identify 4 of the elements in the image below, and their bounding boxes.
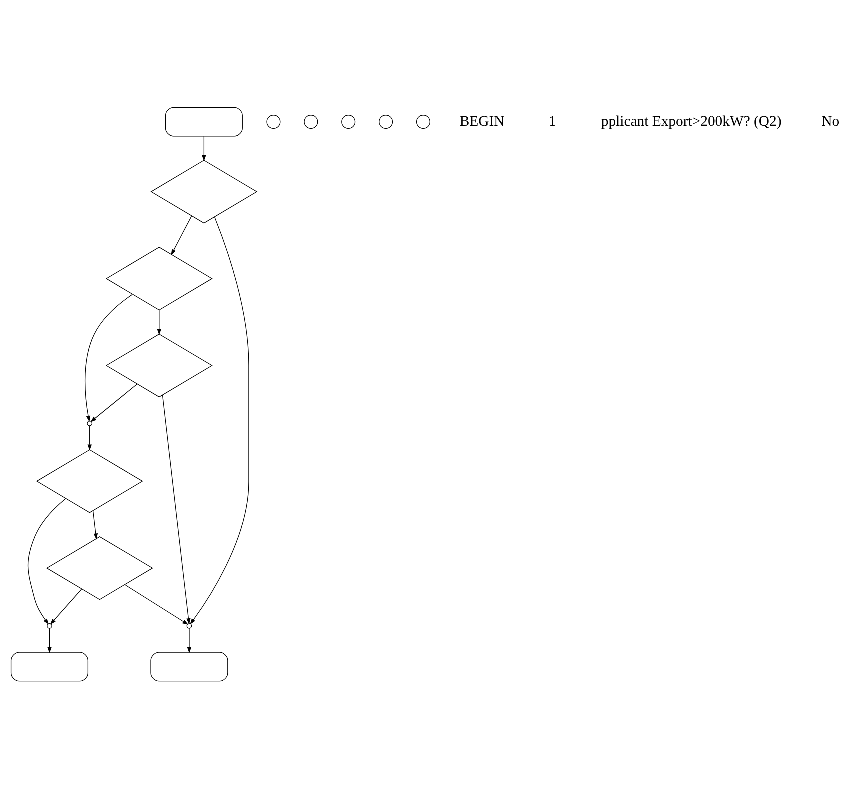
label: 1 (548, 114, 556, 130)
label: No (822, 114, 840, 130)
label: BEGIN (460, 114, 505, 130)
label: pplicant Export>200kW? (Q2) (601, 114, 782, 130)
